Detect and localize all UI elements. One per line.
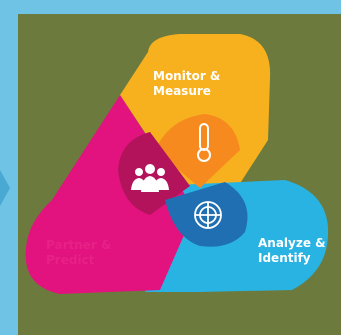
overlap-partner bbox=[118, 132, 190, 215]
left-chevron-icon bbox=[0, 170, 10, 206]
label-monitor: Monitor & Measure bbox=[153, 69, 221, 98]
radar-icon bbox=[194, 201, 222, 229]
overlap-monitor bbox=[155, 114, 240, 188]
segment-partner bbox=[25, 95, 195, 294]
thermometer-icon bbox=[197, 123, 211, 162]
label-analyze: Analyze & Identify bbox=[258, 236, 326, 265]
people-icon bbox=[131, 164, 169, 192]
label-partner: Partner & Predict bbox=[46, 238, 112, 267]
